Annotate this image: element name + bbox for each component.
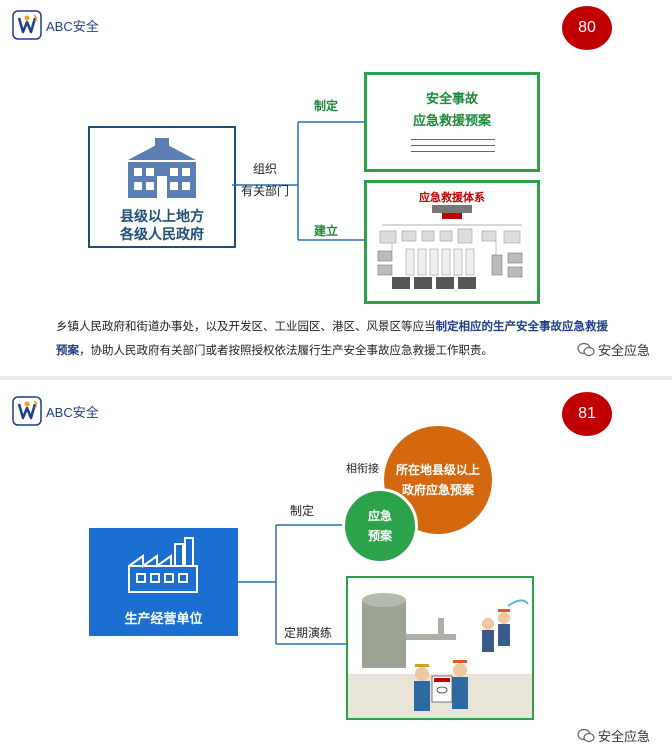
drill-illustration-box: [346, 576, 534, 720]
unit-box: 生产经营单位: [89, 528, 238, 636]
page-number-badge: 81: [562, 392, 612, 436]
plan-box-title: 安全事故 应急救援预案: [412, 92, 491, 129]
branch-label-formulate: 制定: [290, 504, 315, 518]
system-box: 应急救援体系: [364, 180, 540, 304]
system-box-title: 应急救援体系: [419, 191, 485, 204]
rescue-system-diagram: [377, 205, 523, 289]
brand-name: ABC安全: [46, 18, 99, 34]
link-label: 相衔接: [346, 462, 379, 475]
brand-logo-icon: [12, 10, 42, 40]
branch-label-formulate: 制定: [314, 99, 339, 113]
factory-icon: [128, 537, 198, 593]
slide1-connectors: [232, 121, 364, 241]
brand-logo-icon: [12, 396, 42, 426]
slide-80: ABC安全 80 县级以上地方 各级人民政府 组织 有关部门: [12, 6, 650, 359]
highlight-text: 故应急救援预案: [56, 319, 608, 357]
branch-label-drill: 定期演练: [284, 626, 333, 640]
brand-logo: ABC安全: [12, 396, 99, 426]
watermark: 安全应急: [577, 726, 650, 745]
slide2-connectors: [238, 524, 346, 645]
branch-label-establish: 建立: [314, 224, 339, 238]
drill-scene-illustration: [348, 593, 532, 718]
unit-title: 生产经营单位: [124, 612, 203, 627]
brand-logo: ABC安全: [12, 10, 99, 40]
gov-box: 县级以上地方 各级人民政府: [88, 126, 236, 248]
wechat-icon: [577, 342, 595, 356]
brand-name: ABC安全: [46, 404, 99, 420]
plan-box: 安全事故 应急救援预案: [364, 72, 540, 172]
org-label: 组织 有关部门: [240, 162, 289, 198]
plan-box-lines: [411, 139, 495, 152]
body-paragraph: 乡镇人民政府和街道办事处，以及开发区、工业园区、港区、风景区等应当制定相应的生产…: [56, 319, 608, 357]
wechat-icon: [577, 728, 595, 742]
highlight-text: 制定相应的生产安全事: [435, 319, 551, 333]
government-building-icon: [128, 138, 196, 198]
emergency-plan-circle: 应急 预案: [342, 488, 418, 564]
page-number-badge: 80: [562, 6, 612, 50]
gov-title: 县级以上地方 各级人民政府: [120, 209, 204, 243]
slide-separator: [0, 376, 672, 380]
slide-81: ABC安全 81 生产经营单位 制定 定期演练 相衔接 所在地县级以上 政府应急…: [0, 380, 672, 755]
watermark: 安全应急: [576, 340, 650, 359]
